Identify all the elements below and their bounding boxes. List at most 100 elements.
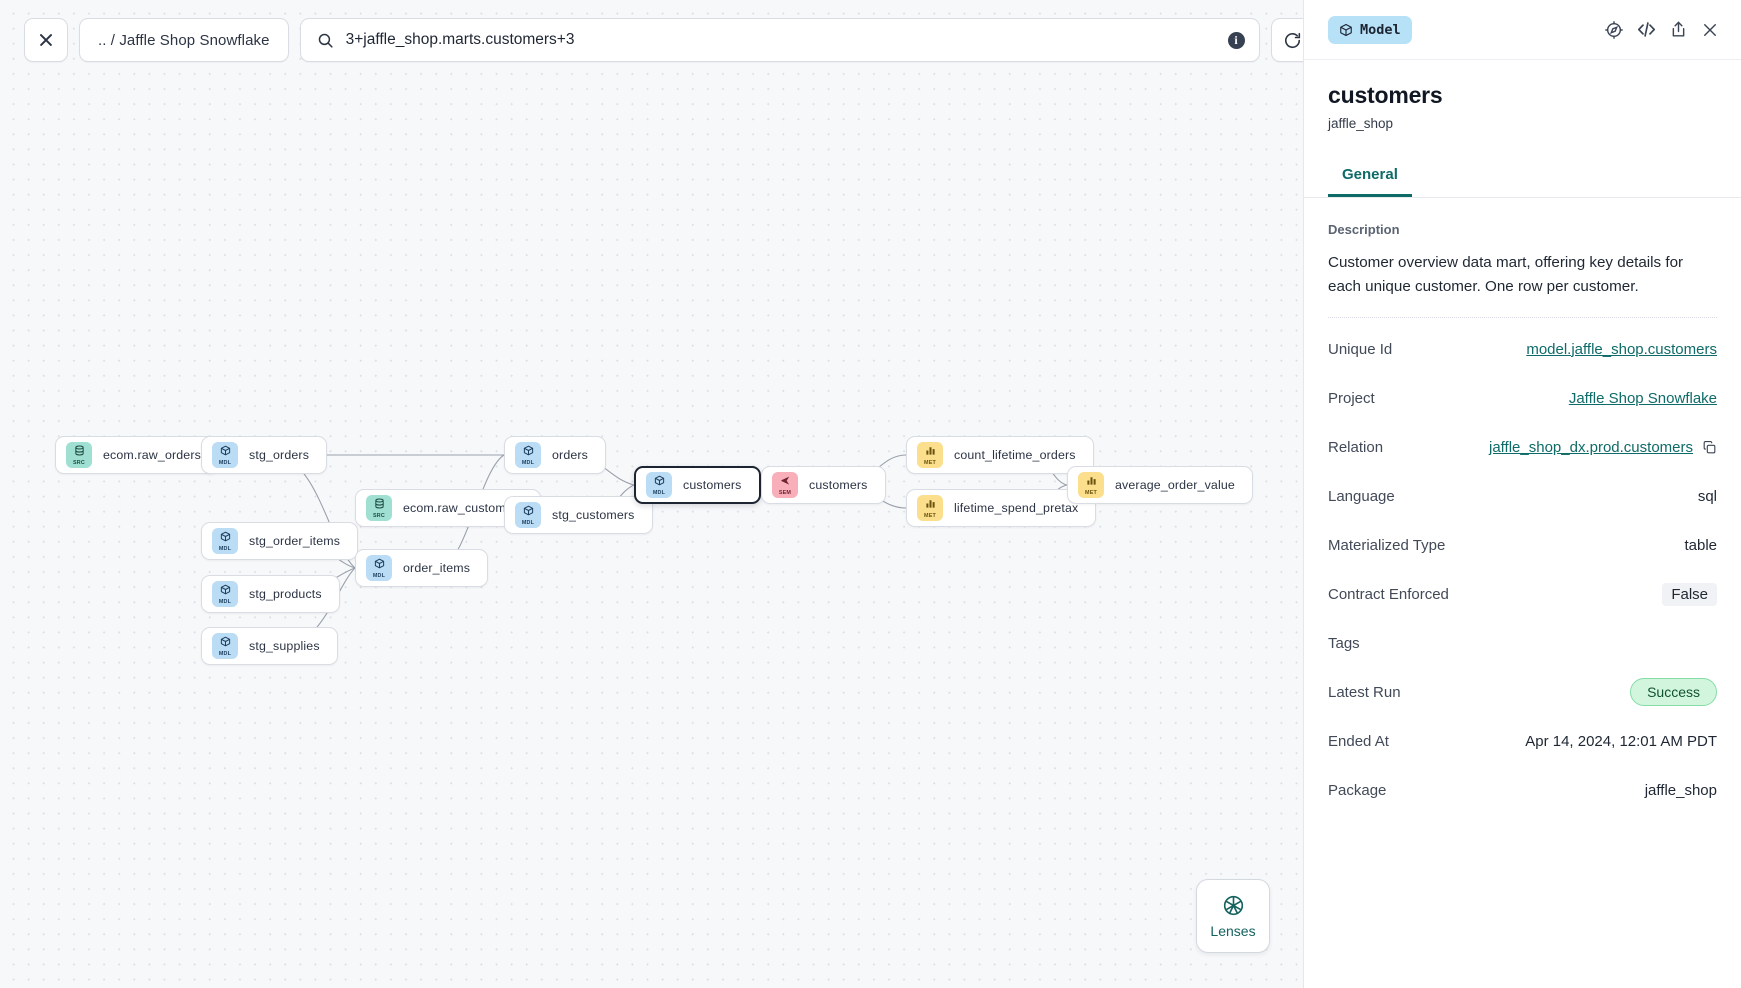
detail-row-key: Tags	[1328, 634, 1360, 652]
detail-row: Project Jaffle Shop Snowflake	[1328, 380, 1717, 416]
detail-row-value-group: jaffle_shop_dx.prod.customers	[1489, 439, 1717, 456]
lineage-node-orders[interactable]: MDL orders	[504, 436, 607, 474]
lineage-node-label: ecom.raw_orders	[103, 448, 201, 462]
panel-tabs: General	[1304, 157, 1741, 198]
detail-row: Ended At Apr 14, 2024, 12:01 AM PDT	[1328, 723, 1717, 759]
page-subtitle: jaffle_shop	[1328, 116, 1394, 131]
lineage-node-stg_customers[interactable]: MDL stg_customers	[504, 496, 653, 534]
detail-row: Package jaffle_shop	[1328, 772, 1717, 808]
code-icon[interactable]	[1635, 19, 1657, 41]
description-label: Description	[1328, 222, 1400, 237]
met-badge-icon: MET	[917, 442, 943, 468]
lineage-node-label: stg_customers	[552, 508, 635, 522]
detail-row: Relation jaffle_shop_dx.prod.customers	[1328, 429, 1717, 465]
detail-row-value: Apr 14, 2024, 12:01 AM PDT	[1525, 732, 1717, 750]
breadcrumb-label: .. / Jaffle Shop Snowflake	[98, 31, 270, 49]
lenses-button[interactable]: Lenses	[1196, 879, 1270, 953]
detail-row-key: Package	[1328, 781, 1387, 799]
detail-row-value: False	[1662, 582, 1717, 606]
detail-row-value[interactable]: jaffle_shop_dx.prod.customers	[1488, 438, 1693, 456]
detail-row-key: Unique Id	[1328, 340, 1393, 358]
tab-general[interactable]: General	[1328, 157, 1412, 197]
lineage-node-label: stg_order_items	[249, 534, 341, 548]
lineage-node-label: order_items	[403, 561, 471, 575]
refresh-button[interactable]	[1270, 18, 1303, 62]
breadcrumb[interactable]: .. / Jaffle Shop Snowflake	[79, 18, 289, 62]
mdl-badge-icon: MDL	[646, 472, 672, 498]
search-icon	[317, 32, 334, 49]
description-text: Customer overview data mart, offering ke…	[1328, 254, 1684, 296]
lineage-node-label: lifetime_spend_pretax	[954, 501, 1079, 515]
canvas-toolbar: .. / Jaffle Shop Snowflake 3+jaffle_shop…	[24, 18, 1303, 62]
panel-header: customers jaffle_shop	[1304, 60, 1741, 131]
mdl-badge-icon: MDL	[212, 528, 238, 554]
lenses-label: Lenses	[1210, 922, 1256, 939]
sem-badge-icon: SEM	[772, 472, 798, 498]
compass-icon[interactable]	[1603, 19, 1625, 41]
mdl-badge-icon: MDL	[366, 555, 392, 581]
detail-row-value: jaffle_shop	[1644, 781, 1717, 799]
mdl-badge-icon: MDL	[515, 442, 541, 468]
lineage-node-label: stg_products	[249, 587, 322, 601]
node-type-label: Model	[1360, 21, 1401, 38]
mdl-badge-icon: MDL	[212, 581, 238, 607]
detail-row-key: Project	[1328, 389, 1375, 407]
close-lineage-button[interactable]	[24, 18, 68, 62]
close-icon	[38, 32, 54, 48]
detail-row-key: Ended At	[1328, 732, 1389, 750]
lineage-node-customers_model[interactable]: MDL customers	[634, 466, 761, 504]
lineage-node-stg_products[interactable]: MDL stg_products	[201, 575, 340, 613]
copy-icon[interactable]	[1702, 440, 1717, 455]
lineage-node-stg_supplies[interactable]: MDL stg_supplies	[201, 627, 338, 665]
met-badge-icon: MET	[1078, 472, 1104, 498]
share-icon[interactable]	[1667, 19, 1689, 41]
detail-row: Language sql	[1328, 478, 1717, 514]
panel-body: Description Customer overview data mart,…	[1304, 198, 1741, 988]
lineage-node-label: orders	[552, 448, 589, 462]
detail-row-key: Materialized Type	[1328, 536, 1446, 554]
met-badge-icon: MET	[917, 495, 943, 521]
lineage-node-label: stg_orders	[249, 448, 310, 462]
lineage-node-label: count_lifetime_orders	[954, 448, 1076, 462]
detail-row-key: Latest Run	[1328, 683, 1401, 701]
detail-row: Tags	[1328, 625, 1717, 661]
mdl-badge-icon: MDL	[515, 502, 541, 528]
aperture-icon	[1222, 894, 1245, 917]
detail-row-key: Contract Enforced	[1328, 585, 1449, 603]
src-badge-icon: SRC	[66, 442, 92, 468]
lineage-node-count_lifetime_orders[interactable]: MET count_lifetime_orders	[906, 436, 1094, 474]
page-title: customers	[1328, 82, 1443, 108]
detail-row-value[interactable]: model.jaffle_shop.customers	[1526, 340, 1717, 358]
status-badge: Success	[1630, 678, 1717, 707]
detail-row-value: sql	[1697, 487, 1717, 505]
tab-general-label: General	[1342, 166, 1398, 183]
lineage-node-label: customers	[683, 478, 742, 492]
close-panel-icon[interactable]	[1699, 19, 1721, 41]
detail-row: Latest Run Success	[1328, 674, 1717, 710]
detail-row-value[interactable]: Jaffle Shop Snowflake	[1568, 389, 1717, 407]
detail-row-key: Relation	[1328, 438, 1384, 456]
cube-icon	[1339, 23, 1353, 37]
lineage-node-ecom_raw_orders[interactable]: SRC ecom.raw_orders	[55, 436, 219, 474]
lineage-node-label: average_order_value	[1115, 478, 1235, 492]
info-icon[interactable]: i	[1227, 31, 1245, 49]
detail-row-value: table	[1684, 536, 1717, 554]
refresh-icon	[1283, 31, 1302, 50]
detail-row-key: Language	[1328, 487, 1395, 505]
panel-toolbar: Model	[1304, 0, 1741, 60]
search-value: 3+jaffle_shop.marts.customers+3	[345, 31, 575, 48]
search-input[interactable]: 3+jaffle_shop.marts.customers+3 i	[299, 18, 1260, 62]
lineage-node-order_items[interactable]: MDL order_items	[355, 549, 489, 587]
lineage-node-stg_order_items[interactable]: MDL stg_order_items	[201, 522, 359, 560]
lineage-node-average_order_value[interactable]: MET average_order_value	[1067, 466, 1253, 504]
node-type-badge: Model	[1328, 15, 1412, 44]
detail-row: Materialized Type table	[1328, 527, 1717, 563]
lineage-node-label: stg_supplies	[249, 639, 320, 653]
divider	[1328, 317, 1717, 319]
mdl-badge-icon: MDL	[212, 633, 238, 659]
